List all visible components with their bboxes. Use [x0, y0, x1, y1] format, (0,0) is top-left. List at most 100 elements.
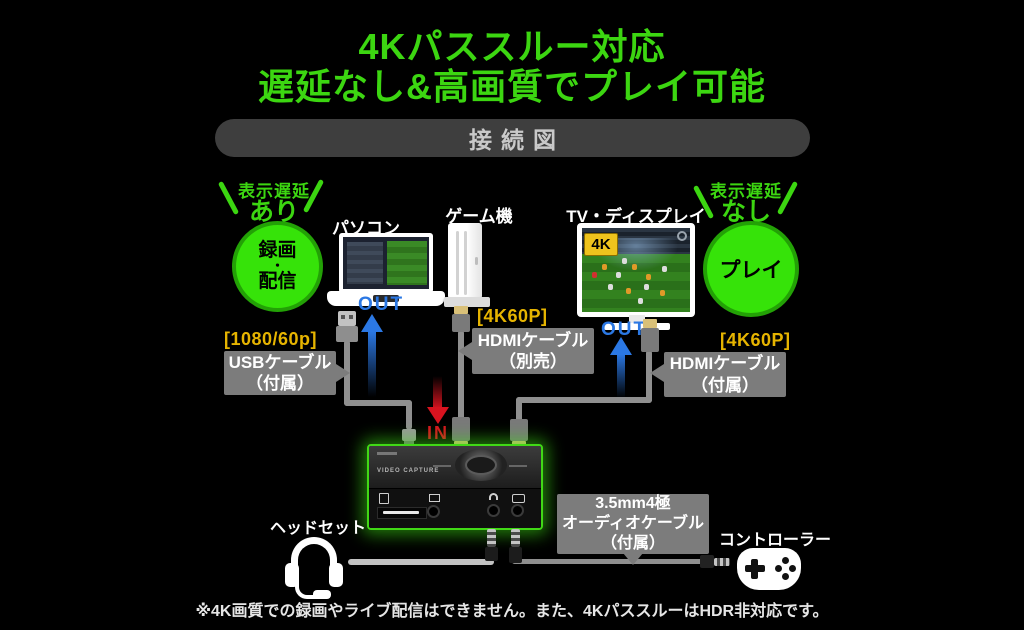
- gamepad-button: [782, 557, 789, 564]
- footnote: ※4K画質での録画やライブ配信はできません。また、4KパススルーはHDR非対応で…: [195, 603, 829, 620]
- section-header: 接続図: [215, 119, 810, 157]
- hdmi-plug-body: [452, 417, 470, 441]
- bubble-pointer: [650, 364, 664, 382]
- hdmi-source-name: HDMIケーブル: [477, 330, 589, 350]
- aux-button: [427, 505, 440, 518]
- headset-mic: [313, 590, 331, 599]
- laptop-icon: [327, 233, 445, 313]
- audio-plug-body: [509, 547, 522, 563]
- in-label: IN: [427, 423, 449, 443]
- play-circle: プレイ: [703, 221, 799, 317]
- game-preview-panel: [387, 241, 427, 285]
- headset-icon: [283, 537, 347, 599]
- up-arrow-icon: [610, 337, 632, 355]
- hdmi-cable-display: [516, 397, 522, 422]
- usb-plug-body: [336, 326, 358, 342]
- audio-plug-body: [700, 555, 714, 568]
- game-console-label: ゲーム機: [445, 207, 513, 226]
- out-label-pc: OUT: [358, 294, 405, 315]
- hdmi-display-name: HDMIケーブル: [669, 354, 781, 374]
- sd-slot-slit: [383, 511, 419, 514]
- headphone-jack: [487, 504, 500, 517]
- delay-label-recording-top: 表示遅延: [238, 182, 310, 201]
- hdmi-source-note: （別売）: [499, 352, 567, 371]
- player-dot: [632, 264, 637, 270]
- device-brand-mark: [377, 452, 397, 455]
- console-body: [448, 223, 482, 299]
- hdmi-plug-icon: [454, 306, 468, 314]
- tv-icon: 4K: [577, 223, 695, 317]
- scoreboard-icon: [677, 231, 687, 241]
- capture-device-label: VIDEO CAPTURE: [377, 468, 440, 474]
- usb-cable-bubble: USBケーブル （付属）: [224, 351, 336, 395]
- audio-plug-body: [485, 547, 498, 561]
- 4k-badge: 4K: [584, 233, 618, 256]
- player-dot: [662, 266, 667, 272]
- tv-label: TV・ディスプレイ: [566, 207, 706, 226]
- hdmi-plug-body: [510, 419, 528, 441]
- usb-mini-plug-icon: [402, 429, 416, 441]
- gamepad-icon: [737, 548, 801, 590]
- capture-device-top: VIDEO CAPTURE: [369, 446, 541, 488]
- headset-cable: [348, 559, 494, 565]
- player-dot: [644, 284, 649, 290]
- sd-card-icon: [379, 493, 389, 504]
- headphone-icon: [489, 493, 498, 500]
- laptop-screen: [339, 233, 433, 293]
- record-circle-line1: 録画: [258, 240, 297, 262]
- console-base: [444, 297, 490, 307]
- headset-mic-arm: [295, 581, 319, 599]
- usb-plug-hole: [349, 315, 353, 319]
- down-arrow-icon: [427, 407, 449, 424]
- controller-label: コントローラー: [718, 532, 831, 549]
- page-title-line2: 遅延なし&高画質でプレイ可能: [258, 66, 766, 107]
- usb-plug-icon: [338, 311, 356, 326]
- dial-accent: [509, 465, 527, 467]
- usb-cable-name: USBケーブル: [228, 352, 332, 372]
- hdmi-source-spec: [4K60P]: [477, 306, 548, 326]
- usb-cable: [406, 400, 412, 430]
- audio-plug-icon: [511, 529, 520, 547]
- capture-device: VIDEO CAPTURE: [367, 444, 543, 530]
- play-circle-label: プレイ: [719, 259, 783, 282]
- delay-label-play-top: 表示遅延: [710, 182, 782, 201]
- player-dot: [660, 290, 665, 296]
- record-circle: 録画 ・ 配信: [232, 221, 323, 312]
- stream-app-panel: [347, 242, 383, 284]
- hdmi-plug-body: [452, 314, 470, 332]
- player-dot: [638, 298, 643, 304]
- hdmi-cable-source: [458, 330, 464, 420]
- audio-plug-icon: [487, 529, 496, 547]
- laptop-screen-content: [343, 237, 429, 289]
- audio-cable-line3: （付属）: [600, 535, 665, 552]
- out-label-tv: OUT: [601, 319, 648, 340]
- headset-earcup: [329, 563, 343, 587]
- usb-plug-hole: [341, 315, 345, 319]
- usb-spec: [1080/60p]: [224, 329, 318, 349]
- player-dot: [592, 272, 597, 278]
- gamepad-button: [789, 565, 796, 572]
- hdmi-display-spec: [4K60P]: [720, 330, 791, 350]
- player-dot: [622, 258, 627, 264]
- console-stripe: [456, 231, 459, 295]
- bubble-pointer: [623, 553, 643, 565]
- usb-cable-note: （付属）: [246, 374, 314, 393]
- gamepad-button: [782, 573, 789, 580]
- record-circle-line2: ・: [270, 258, 284, 274]
- up-arrow-icon: [361, 314, 383, 332]
- capture-dial-center: [465, 455, 497, 475]
- player-dot: [626, 288, 631, 294]
- usb-cable: [344, 400, 412, 406]
- page-title-line1: 4Kパススルー対応: [358, 26, 666, 67]
- hdmi-cable-display: [646, 350, 652, 403]
- game-console-icon: [444, 223, 492, 309]
- audio-cable-line1: 3.5mm4極: [595, 495, 671, 512]
- tv-stand-base: [604, 323, 670, 330]
- player-dot: [602, 264, 607, 270]
- laptop-notch: [373, 295, 399, 302]
- controller-jack: [511, 504, 524, 517]
- hdmi-source-bubble: HDMIケーブル （別売）: [472, 328, 594, 374]
- headset-label: ヘッドセット: [270, 520, 367, 537]
- capture-device-front: [369, 488, 541, 528]
- laptop-base: [327, 291, 445, 306]
